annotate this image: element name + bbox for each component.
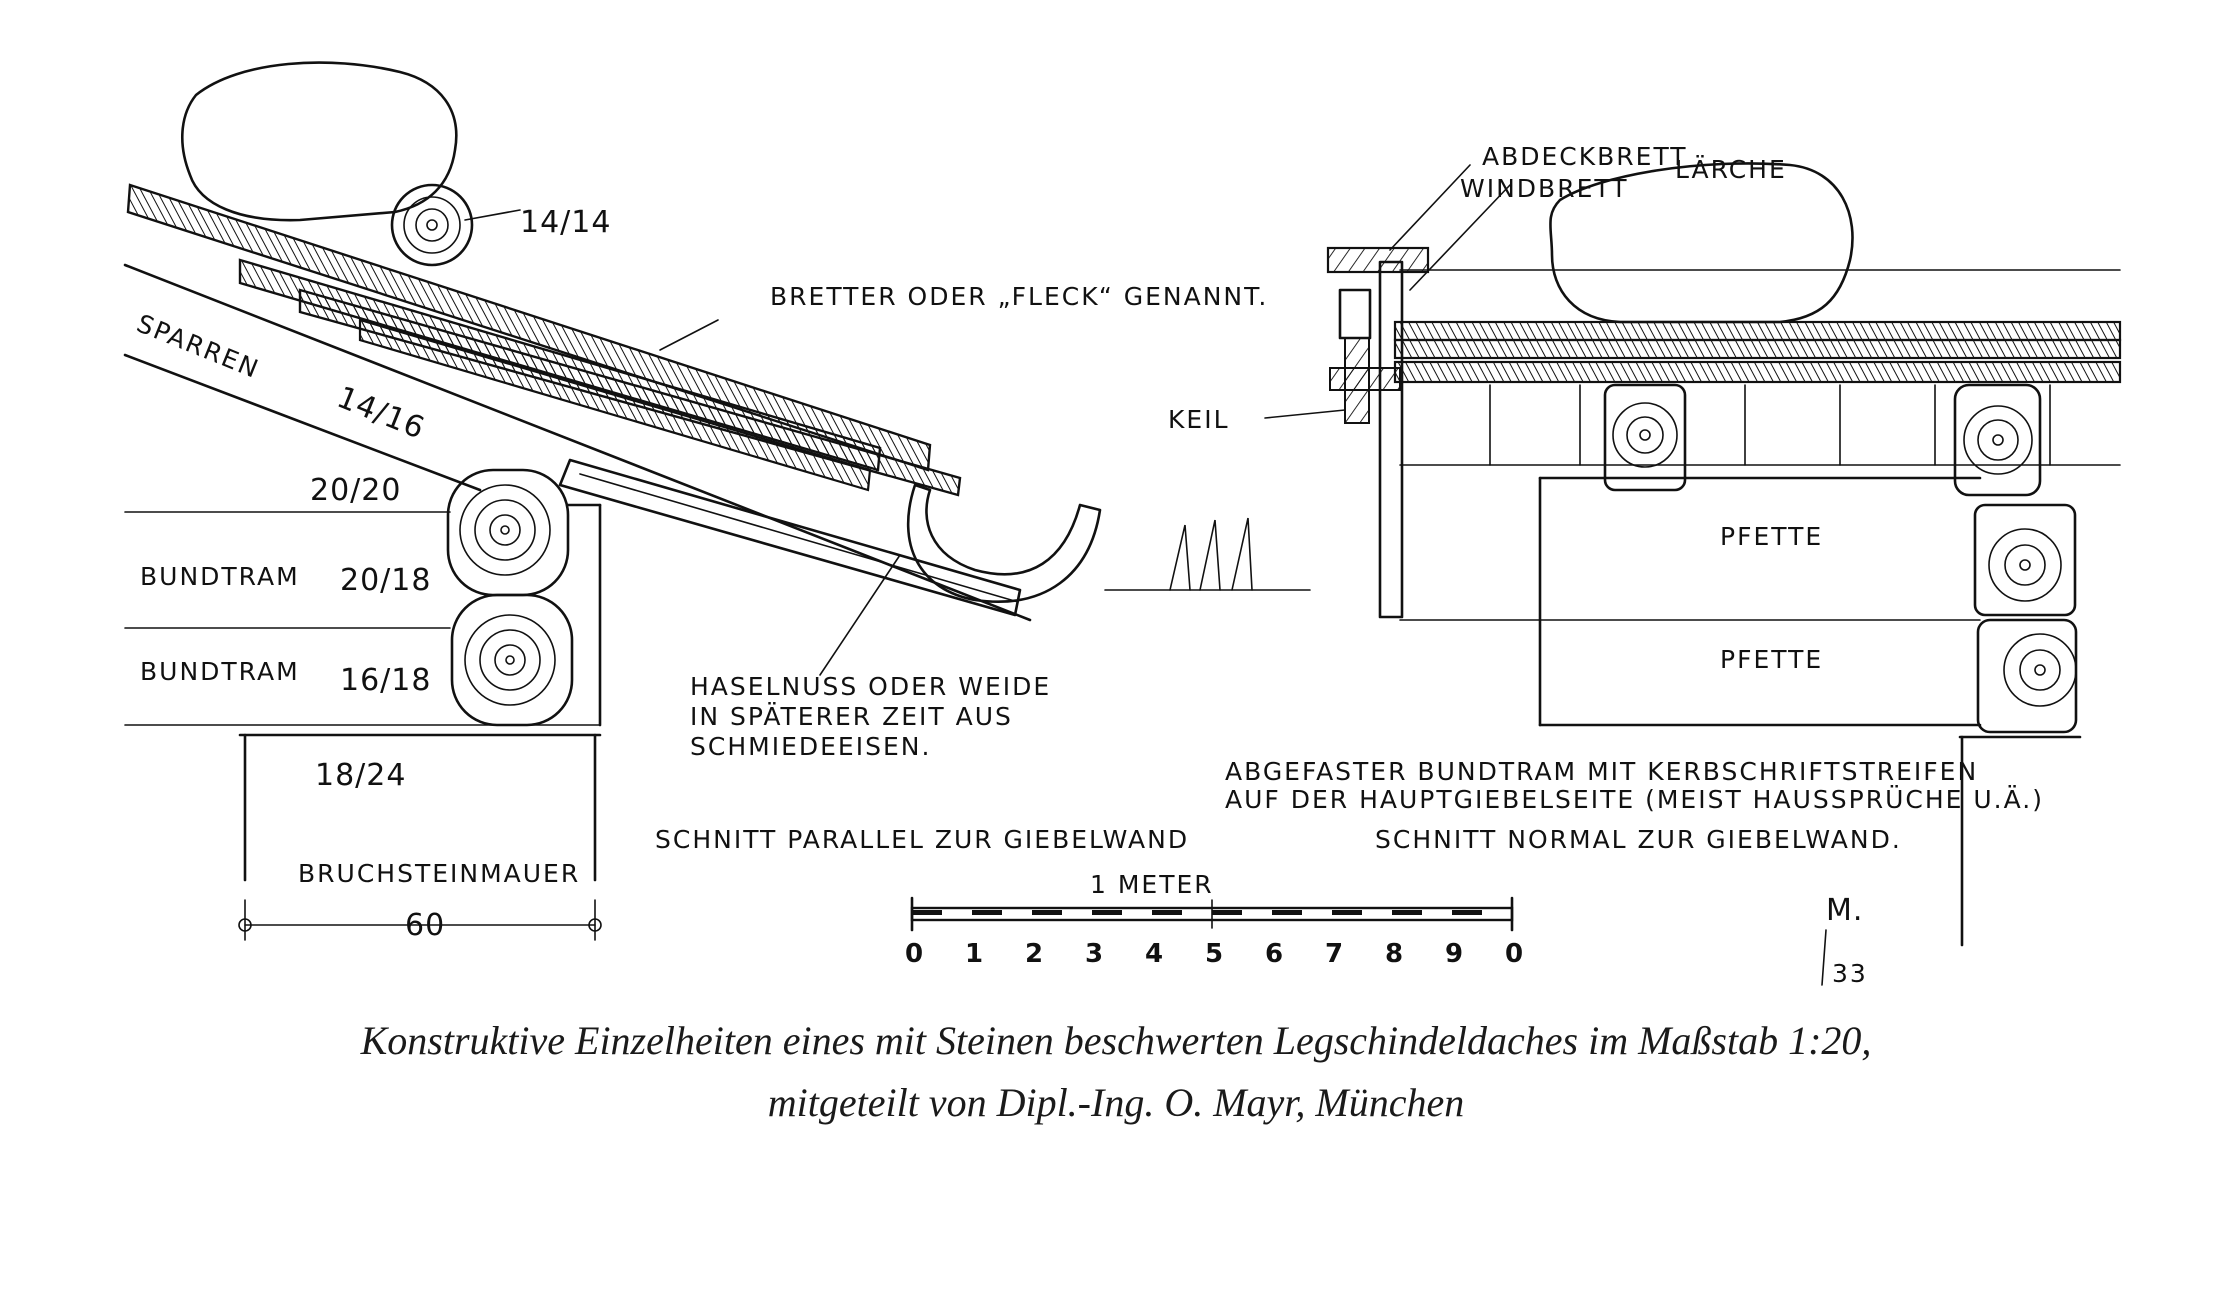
label-dim-20-20: 20/20 [310, 473, 401, 508]
scale-tick-label: 9 [1445, 939, 1463, 969]
label-abgefaster-2: AUF DER HAUPTGIEBELSEITE (MEIST HAUSSPRÜ… [1225, 785, 2044, 814]
scale-segment [1212, 910, 1242, 915]
scale-tick-label: 3 [1085, 939, 1103, 969]
signature: M. 33 [1821, 893, 1868, 988]
scale-segment [1452, 910, 1482, 915]
label-bundtram-1-dim: 20/18 [340, 563, 431, 598]
label-dim-60: 60 [405, 908, 445, 943]
signature-initial: M. [1826, 893, 1863, 928]
label-haselnuss-2: IN SPÄTERER ZEIT AUS [690, 702, 1013, 731]
label-bundtram-2: BUNDTRAM [140, 657, 300, 686]
label-pfette-1: PFETTE [1720, 522, 1823, 551]
label-bruchsteinmauer: BRUCHSTEINMAUER [298, 859, 580, 888]
scale-segment [1032, 910, 1062, 915]
scale-tick-label: 7 [1325, 939, 1343, 969]
label-sparren-dim: 14/16 [332, 380, 430, 447]
scale-segment [1332, 910, 1362, 915]
bundtram-logs [446, 468, 574, 727]
scale-segment [1392, 910, 1422, 915]
scale-segment [912, 910, 942, 915]
log-14-14 [390, 183, 474, 267]
label-abgefaster-1: ABGEFASTER BUNDTRAM MIT KERBSCHRIFTSTREI… [1225, 757, 1978, 786]
scale-segment [1272, 910, 1302, 915]
caption-line-1: Konstruktive Einzelheiten eines mit Stei… [360, 1018, 1872, 1063]
label-bundtram-2-dim: 16/18 [340, 663, 431, 698]
label-sparren: SPARREN [133, 309, 264, 384]
label-bundtram-1: BUNDTRAM [140, 562, 300, 591]
scale-tick-label: 0 [1505, 939, 1523, 969]
scale-tick-label: 4 [1145, 939, 1163, 969]
roof-layers-right [1393, 320, 2122, 342]
label-haselnuss-3: SCHMIEDEEISEN. [690, 732, 931, 761]
label-schnitt-normal: SCHNITT NORMAL ZUR GIEBELWAND. [1375, 825, 1902, 854]
scale-segment [1092, 910, 1122, 915]
label-keil: KEIL [1168, 405, 1230, 434]
scale-tick-label: 2 [1025, 939, 1043, 969]
scale-tick-label: 6 [1265, 939, 1283, 969]
scale-tick-label: 0 [905, 939, 923, 969]
section-normal: ABDECKBRETT WINDBRETT LÄRCHE KEIL PFETTE… [1168, 142, 2122, 947]
label-laerche: LÄRCHE [1675, 155, 1787, 184]
label-abdeckbrett: ABDECKBRETT [1482, 142, 1688, 171]
bruchsteinmauer [238, 733, 602, 882]
label-haselnuss-1: HASELNUSS ODER WEIDE [690, 672, 1051, 701]
scale-segment [972, 910, 1002, 915]
label-schnitt-parallel: SCHNITT PARALLEL ZUR GIEBELWAND [655, 825, 1189, 854]
label-dim-18-24: 18/24 [315, 758, 406, 793]
label-pfette-2: PFETTE [1720, 645, 1823, 674]
scale-title: 1 METER [1090, 870, 1214, 899]
gutter [906, 483, 1102, 603]
scale-tick-label: 5 [1205, 939, 1223, 969]
scale-segment [1152, 910, 1182, 915]
caption-line-2: mitgeteilt von Dipl.-Ing. O. Mayr, Münch… [767, 1080, 1465, 1125]
figure-caption: Konstruktive Einzelheiten eines mit Stei… [0, 1010, 2232, 1134]
signature-year: 33 [1832, 959, 1868, 988]
weight-stone-left [181, 61, 458, 222]
label-log-dim: 14/14 [520, 205, 611, 240]
scale-tick-label: 1 [965, 939, 983, 969]
shingle-layers [126, 183, 962, 497]
scale-tick-label: 8 [1385, 939, 1403, 969]
section-parallel: 14/14 BRETTER ODER „FLECK“ GENANNT. SPAR… [123, 61, 1311, 943]
label-bretter: BRETTER ODER „FLECK“ GENANNT. [770, 282, 1268, 311]
label-windbrett: WINDBRETT [1460, 174, 1628, 203]
scale-bar: 1 METER 0 1 2 3 4 5 6 7 8 9 0 [905, 870, 1523, 969]
